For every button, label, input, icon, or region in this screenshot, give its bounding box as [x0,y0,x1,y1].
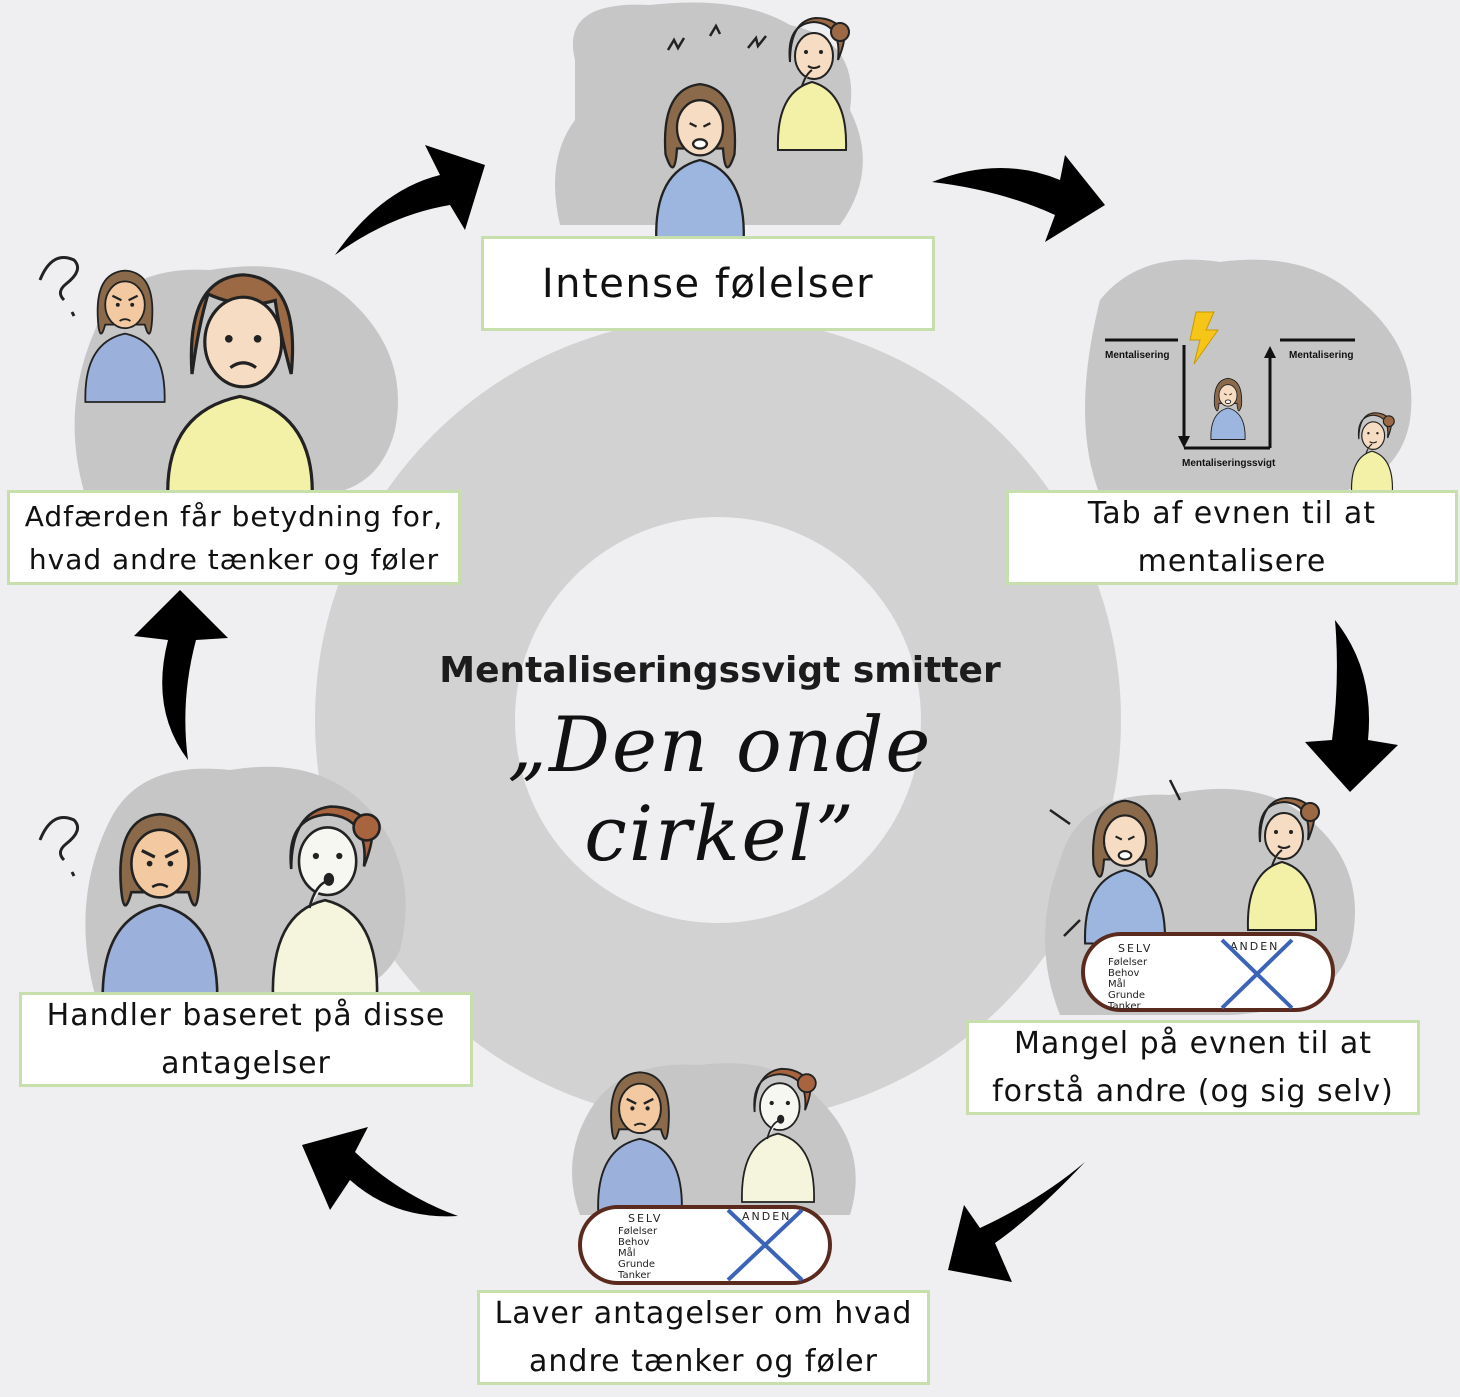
step-5-line-2: antagelser [161,1045,331,1081]
center-subtitle: „Den onde cirkel” [507,700,933,878]
step-2-line-2: mentalisere [1137,543,1327,579]
step-3-line-1: Mangel på evnen til at [1014,1025,1372,1061]
card-row-1: Følelser [1108,957,1148,968]
step-3-box: Mangel på evnen til at forstå andre (og … [966,1020,1420,1115]
card-row-3: Mål [1108,977,1126,990]
step-4-line-2: andre tænker og føler [529,1343,878,1379]
step-5-line-1: Handler baseret på disse [46,997,446,1033]
illustration-intense-feelings [655,17,850,242]
step-3-line-2: forstå andre (og sig selv) [992,1073,1394,1109]
arrow-6 [134,590,228,760]
card2-row-2: Behov [618,1237,649,1248]
lightning-bolt-icon [1189,311,1219,365]
step-6-line-2: hvad andre tænker og føler [28,542,440,576]
illustration-acting [38,805,381,1006]
card2-other-label: ANDEN [742,1210,791,1223]
card2-row-4: Grunde [618,1259,655,1270]
illustration-assumptions: SELV ANDEN Følelser Behov Mål Grunde Tan… [578,1067,832,1285]
arrow-1 [335,145,485,255]
illustration-behaviour [38,256,314,504]
step-4-line-1: Laver antagelser om hvad [494,1295,913,1331]
cross-icon [1220,938,1294,1010]
card2-row-3: Mål [618,1246,636,1259]
card2-self-label: SELV [628,1212,662,1225]
step-1-text: Intense følelser [541,260,875,307]
center-ring [315,317,1121,1123]
step-6-box: Adfærden får betydning for, hvad andre t… [7,490,461,585]
step-4-box: Laver antagelser om hvad andre tænker og… [477,1290,930,1385]
arrow-5 [302,1127,458,1217]
diagram-label-bottom: Mentaliseringssvigt [1182,458,1276,469]
card-row-5: Tanker [1107,1001,1142,1012]
arrow-4 [948,1162,1085,1282]
arrow-3 [1305,620,1398,792]
diagram-label-right: Mentalisering [1289,350,1353,361]
step-6-line-1: Adfærden får betydning for, [24,499,444,533]
step-1-box: Intense følelser [481,236,935,331]
step-5-box: Handler baseret på disse antagelser [19,992,473,1087]
card-row-4: Grunde [1108,990,1145,1001]
card-row-2: Behov [1108,968,1139,979]
step-2-line-1: Tab af evnen til at [1087,495,1377,531]
arrow-2 [932,155,1105,242]
step-2-box: Tab af evnen til at mentalisere [1006,490,1458,585]
arrow-up-icon [1264,346,1276,358]
card-self-label: SELV [1118,942,1152,955]
illustration-mentalizing-drop: Mentalisering Mentalisering Mentaliserin… [1105,311,1395,493]
center-title: Mentaliseringssvigt smitter [439,650,1001,691]
arrow-down-icon [1178,436,1190,448]
card2-row-5: Tanker [617,1270,652,1281]
illustration-misunderstanding: SELV ANDEN Følelser Behov Mål Grunde Tan… [1049,779,1335,1012]
diagram-label-left: Mentalisering [1105,350,1169,361]
blob-right [1085,259,1412,495]
card-other-label: ANDEN [1230,940,1279,953]
card2-row-1: Følelser [618,1226,658,1237]
